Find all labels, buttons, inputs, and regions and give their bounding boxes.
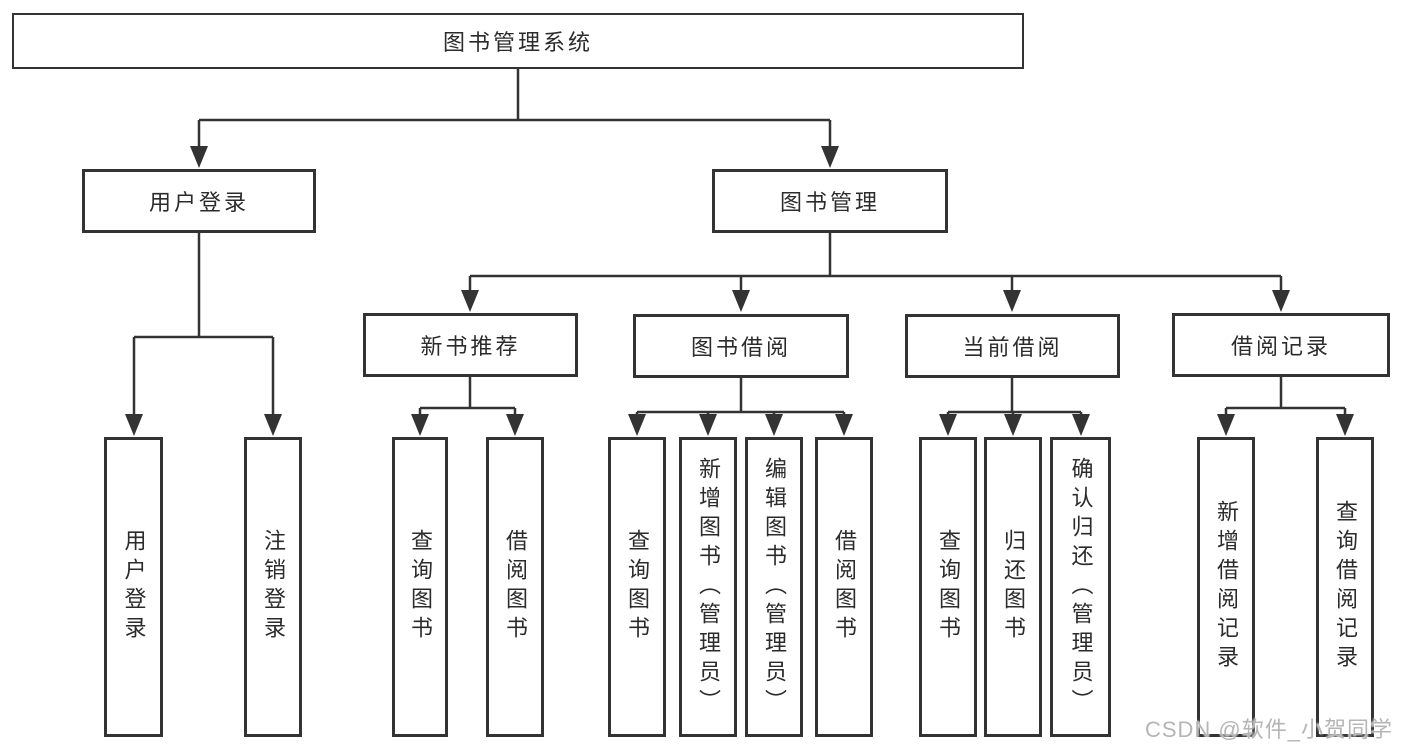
leaf-confirm-return-admin: 确认归还（管理员） — [1050, 437, 1111, 737]
leaf-query-borrow-record: 查询借阅记录 — [1316, 437, 1374, 737]
node-root-label: 图书管理系统 — [442, 30, 593, 55]
leaf-add-borrow-record-label: 新增借阅记录 — [1214, 500, 1239, 674]
node-book-management-label: 图书管理 — [779, 190, 880, 215]
leaf-edit-books-admin-label: 编辑图书（管理员） — [762, 456, 787, 718]
leaf-query-books-recommend-label: 查询图书 — [408, 529, 433, 645]
leaf-logout: 注销登录 — [244, 437, 302, 737]
leaf-user-login-label: 用户登录 — [121, 529, 147, 645]
node-book-borrow-label: 图书借阅 — [690, 335, 791, 360]
leaf-query-books-borrow: 查询图书 — [608, 437, 666, 737]
leaf-add-borrow-record: 新增借阅记录 — [1197, 437, 1255, 737]
leaf-confirm-return-admin-label: 确认归还（管理员） — [1068, 456, 1094, 718]
node-book-borrow: 图书借阅 — [633, 314, 849, 378]
node-current-borrow-label: 当前借阅 — [962, 335, 1063, 360]
node-borrow-records: 借阅记录 — [1172, 313, 1390, 377]
leaf-query-books-recommend: 查询图书 — [392, 437, 448, 737]
leaf-add-books-admin: 新增图书（管理员） — [679, 437, 737, 737]
leaf-borrow-books-recommend-label: 借阅图书 — [503, 529, 528, 645]
csdn-watermark: CSDN @软件_小贺同学 — [1144, 717, 1393, 742]
node-user-login: 用户登录 — [82, 169, 316, 233]
node-new-book-recommend-label: 新书推荐 — [420, 334, 521, 359]
leaf-user-login: 用户登录 — [104, 437, 163, 737]
leaf-borrow-books-recommend: 借阅图书 — [486, 437, 544, 737]
node-borrow-records-label: 借阅记录 — [1230, 334, 1331, 359]
node-current-borrow: 当前借阅 — [905, 314, 1120, 378]
leaf-borrow-books: 借阅图书 — [815, 437, 873, 737]
node-book-management: 图书管理 — [712, 169, 948, 233]
node-user-login-label: 用户登录 — [148, 190, 249, 215]
leaf-logout-label: 注销登录 — [261, 529, 286, 645]
leaf-return-books: 归还图书 — [984, 437, 1042, 737]
node-new-book-recommend: 新书推荐 — [363, 313, 578, 377]
leaf-query-books-borrow-label: 查询图书 — [625, 529, 650, 645]
leaf-add-books-admin-label: 新增图书（管理员） — [696, 456, 721, 718]
leaf-query-books-current: 查询图书 — [919, 437, 977, 737]
leaf-borrow-books-label: 借阅图书 — [832, 529, 857, 645]
leaf-query-borrow-record-label: 查询借阅记录 — [1333, 500, 1358, 674]
leaf-query-books-current-label: 查询图书 — [936, 529, 961, 645]
leaf-edit-books-admin: 编辑图书（管理员） — [745, 437, 803, 737]
leaf-return-books-label: 归还图书 — [1001, 529, 1026, 645]
node-root: 图书管理系统 — [12, 13, 1024, 69]
